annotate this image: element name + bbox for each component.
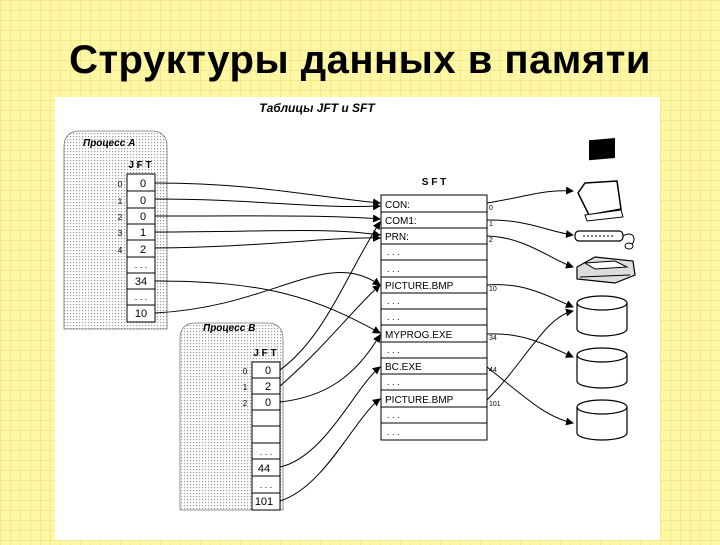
printer-icon [576, 256, 636, 284]
process-b-jft-header: J F T [253, 348, 276, 359]
sft-row: . . . [387, 296, 400, 306]
jft-a-index: 3 [118, 229, 123, 238]
jft-a-cell: 0 [140, 178, 146, 190]
process-a-jft-table: 0 0 0 1 2 . . . 34 . . . 10 0 1 2 3 4 [118, 173, 156, 323]
sft-row: . . . [387, 264, 400, 274]
jft-b-cell: 0 [265, 365, 271, 377]
sft-row: . . . [387, 247, 400, 257]
process-a-label: Процесс А [83, 138, 135, 149]
monitor-icon [577, 138, 624, 222]
disk-icon [576, 347, 628, 389]
jft-a-cell: 2 [140, 244, 146, 256]
jft-a-index: 0 [118, 180, 123, 189]
jft-a-cell: 10 [135, 308, 147, 320]
slide-title: Структуры данных в памяти [69, 38, 651, 82]
jft-b-index: 2 [243, 399, 248, 408]
jft-a-arrows [154, 182, 381, 334]
jft-b-cell: . . . [260, 480, 273, 490]
sft-index: 44 [489, 367, 497, 374]
sft-row: PICTURE.BMP [385, 281, 454, 292]
sft-row: . . . [387, 312, 400, 322]
sft-row: PRN: [385, 232, 409, 243]
jft-a-index: 2 [118, 213, 123, 222]
sft-row: BC.EXE [385, 362, 422, 373]
disk-icon [576, 295, 628, 337]
jft-b-cell: 2 [265, 381, 271, 393]
process-b-label: Процесс В [203, 323, 255, 334]
sft-row: . . . [387, 410, 400, 420]
sft-row: MYPROG.EXE [385, 330, 453, 341]
jft-b-cell: . . . [260, 447, 273, 457]
jft-a-cell: 0 [140, 211, 146, 223]
sft-index: 34 [489, 335, 497, 342]
sft-index: 1 [489, 221, 493, 228]
jft-a-cell: . . . [135, 292, 148, 302]
sft-index: 10 [489, 286, 497, 293]
sft-device-arrows [486, 186, 574, 426]
sft-row: . . . [387, 427, 400, 437]
sft-header: S F T [422, 177, 446, 188]
jft-a-index: 1 [118, 197, 123, 206]
jft-b-index: 1 [243, 383, 248, 392]
figure-panel: Таблицы JFT и SFT Процесс А J F T 0 0 0 … [55, 97, 660, 540]
sft-row: CON: [385, 200, 410, 211]
jft-b-cell: 0 [265, 397, 271, 409]
sft-row: COM1: [385, 216, 417, 227]
jft-b-index: 0 [243, 367, 248, 376]
jft-b-arrows [279, 221, 381, 502]
sft-row: PICTURE.BMP [385, 395, 454, 406]
jft-a-cell: 1 [140, 227, 146, 239]
disk-icon [576, 399, 628, 441]
sft-row: . . . [387, 377, 400, 387]
jft-a-cell: . . . [135, 260, 148, 270]
keyboard-icon [574, 230, 635, 250]
process-b-jft-table: 0 2 0 . . . 44 . . . 101 0 1 2 [243, 361, 281, 511]
sft-table: CON: COM1: PRN: . . . . . . PICTURE.BMP … [380, 194, 501, 441]
sft-index: 101 [489, 401, 501, 408]
jft-a-cell: 34 [135, 276, 147, 288]
process-a-jft-header: J F T [128, 160, 151, 171]
sft-index: 2 [489, 237, 493, 244]
jft-a-cell: 0 [140, 195, 146, 207]
jft-a-index: 4 [118, 246, 123, 255]
jft-sft-diagram: Таблицы JFT и SFT Процесс А J F T 0 0 0 … [63, 101, 636, 511]
sft-row: . . . [387, 345, 400, 355]
sft-index: 0 [489, 205, 493, 212]
jft-b-cell: 44 [258, 463, 270, 475]
jft-b-cell: 101 [255, 496, 273, 508]
figure-caption: Таблицы JFT и SFT [259, 101, 376, 115]
